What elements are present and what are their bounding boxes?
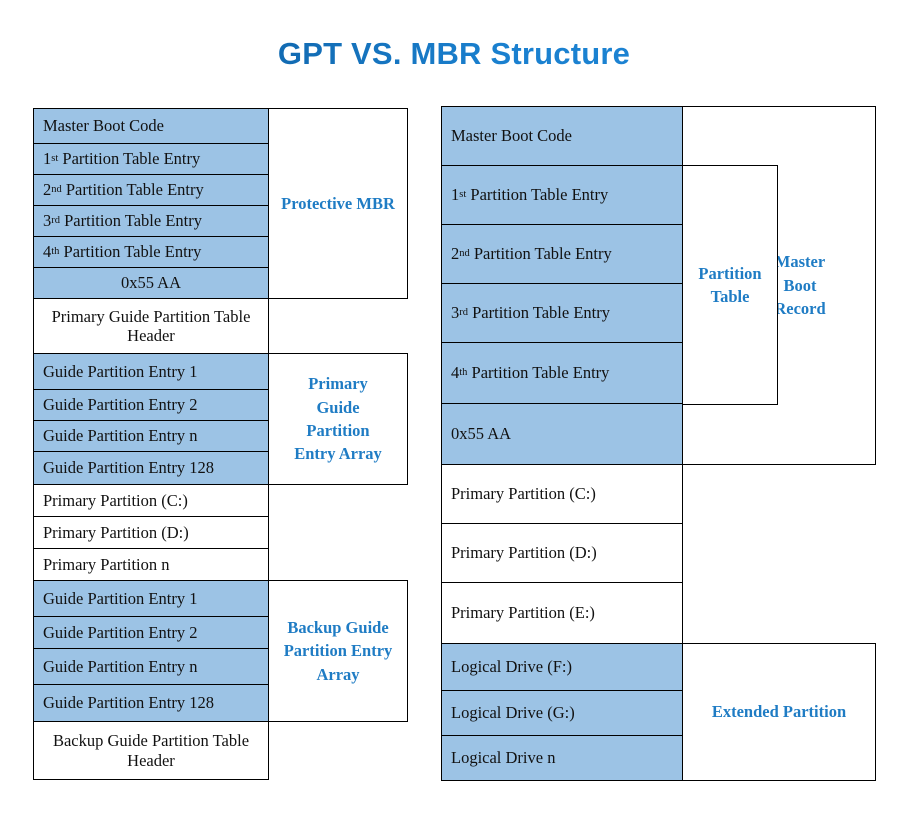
- mbr-row-master-boot-code: Master Boot Code: [441, 106, 683, 166]
- gpt-row-backup-entry-2: Guide Partition Entry 2: [33, 616, 269, 649]
- gpt-row-label: Primary Guide Partition Table Header: [51, 306, 251, 345]
- gpt-row-label: 0x55 AA: [120, 273, 182, 293]
- mbr-row-label: 0x55 AA: [451, 424, 512, 444]
- gpt-row-backup-entry-1: Guide Partition Entry 1: [33, 580, 269, 617]
- mbr-row-label: Logical Drive (F:): [451, 657, 572, 677]
- gpt-row-primary-gpt-header: Primary Guide Partition Table Header: [33, 298, 269, 354]
- gpt-row-label: Guide Partition Entry 128: [43, 693, 214, 713]
- gpt-row-backup-entry-128: Guide Partition Entry 128: [33, 684, 269, 722]
- gpt-label-backup-gpt-entry-array: Backup Guide Partition Entry Array: [268, 580, 408, 722]
- gpt-row-label: Guide Partition Entry 128: [43, 458, 214, 478]
- mbr-row-logical-drive-n: Logical Drive n: [441, 735, 683, 781]
- gpt-label-protective-mbr: Protective MBR: [268, 108, 408, 299]
- mbr-label-text: Extended Partition: [711, 702, 847, 722]
- gpt-row-label: Primary Partition (D:): [43, 522, 189, 542]
- gpt-row-backup-gpt-header: Backup Guide Partition Table Header: [33, 721, 269, 780]
- mbr-row-primary-partition-c: Primary Partition (C:): [441, 464, 683, 524]
- gpt-row-label: Primary Partition (C:): [43, 490, 188, 510]
- mbr-row-signature-0x55aa: 0x55 AA: [441, 403, 683, 465]
- mbr-row-label: Primary Partition (C:): [451, 484, 596, 504]
- gpt-label-text: Backup Guide Partition Entry Array: [283, 617, 393, 684]
- gpt-row-primary-entry-1: Guide Partition Entry 1: [33, 353, 269, 390]
- gpt-row-label: Guide Partition Entry n: [43, 426, 198, 446]
- gpt-row-label: Guide Partition Entry 2: [43, 622, 198, 642]
- mbr-label-text: Master Boot Record: [774, 252, 826, 319]
- gpt-label-text: Primary Guide Partition Entry Array: [294, 374, 382, 464]
- mbr-row-label: Master Boot Code: [451, 126, 572, 146]
- mbr-label-partition-table: Partition Table: [682, 165, 778, 405]
- gpt-row-primary-entry-2: Guide Partition Entry 2: [33, 389, 269, 421]
- gpt-label-text: Protective MBR: [281, 193, 395, 213]
- gpt-row-label: Guide Partition Entry 1: [43, 588, 198, 608]
- gpt-row-signature-0x55aa: 0x55 AA: [33, 267, 269, 299]
- gpt-row-label: Primary Partition n: [43, 554, 170, 574]
- mbr-row-primary-partition-e: Primary Partition (E:): [441, 582, 683, 644]
- gpt-label-primary-gpt-entry-array: Primary Guide Partition Entry Array: [268, 353, 408, 485]
- gpt-row-label: Guide Partition Entry 2: [43, 395, 198, 415]
- gpt-row-primary-partition-d: Primary Partition (D:): [33, 516, 269, 549]
- gpt-row-label: Master Boot Code: [43, 116, 164, 136]
- gpt-row-backup-entry-n: Guide Partition Entry n: [33, 648, 269, 685]
- mbr-row-logical-drive-f: Logical Drive (F:): [441, 643, 683, 691]
- gpt-row-primary-partition-n: Primary Partition n: [33, 548, 269, 581]
- mbr-row-label: Primary Partition (E:): [451, 603, 595, 623]
- gpt-row-label: Guide Partition Entry n: [43, 656, 198, 676]
- mbr-label-extended-partition: Extended Partition: [682, 643, 876, 781]
- gpt-row-primary-entry-n: Guide Partition Entry n: [33, 420, 269, 452]
- mbr-row-primary-partition-d: Primary Partition (D:): [441, 523, 683, 583]
- mbr-row-logical-drive-g: Logical Drive (G:): [441, 690, 683, 736]
- gpt-row-primary-partition-c: Primary Partition (C:): [33, 484, 269, 517]
- mbr-label-text: Partition Table: [698, 263, 762, 306]
- mbr-row-label: Logical Drive (G:): [451, 703, 575, 723]
- gpt-row-master-boot-code: Master Boot Code: [33, 108, 269, 144]
- gpt-row-label: Backup Guide Partition Table Header: [52, 731, 250, 770]
- mbr-row-label: Logical Drive n: [451, 748, 556, 768]
- page-title: GPT VS. MBR Structure: [0, 36, 908, 72]
- gpt-row-label: Guide Partition Entry 1: [43, 361, 198, 381]
- mbr-row-label: Primary Partition (D:): [451, 543, 597, 563]
- gpt-row-primary-entry-128: Guide Partition Entry 128: [33, 451, 269, 485]
